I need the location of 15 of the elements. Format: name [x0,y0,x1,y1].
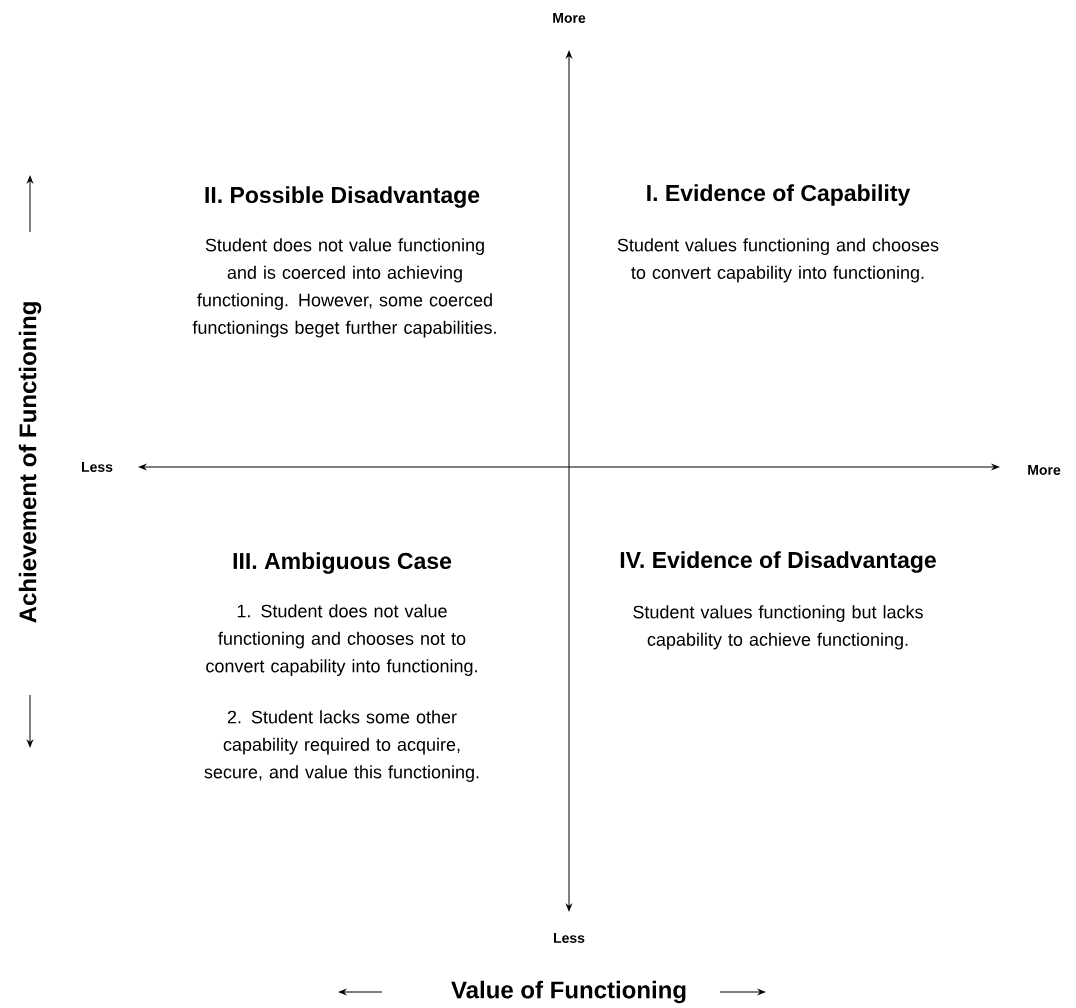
quadrant-heading: I. Evidence of Capability [647,184,911,206]
axis-title: Value of Functioning [451,980,686,1004]
axis-end-label: Less [554,933,585,943]
quadrant-heading: III. Ambiguous Case [233,552,452,574]
quadrant-heading: II. Possible Disadvantage [205,186,480,208]
axis-end-label: Less [82,462,113,472]
quadrant-description: Student values functioning but lacks capability to achieve functioning. [633,605,923,650]
quadrant-heading: IV. Evidence of Disadvantage [620,551,936,573]
quadrant-description: 1. Student does not value functioning and chooses not to convert capability into functioning. [206,604,477,676]
axis-end-label: More [1028,465,1061,475]
quadrant-description: Student does not value functioning and is coerced into achieving functioning. However, some coerced functionings beget further capabilities. [192,238,496,338]
axis-title: Achievement of Functioning [18,302,42,623]
quadrant-description: 2. Student lacks some other capability required to acquire, secure, and value this functioning. [204,710,479,782]
axis-end-label: More [553,13,586,23]
quadrant-description: Student values functioning and chooses to convert capability into functioning. [617,238,939,283]
